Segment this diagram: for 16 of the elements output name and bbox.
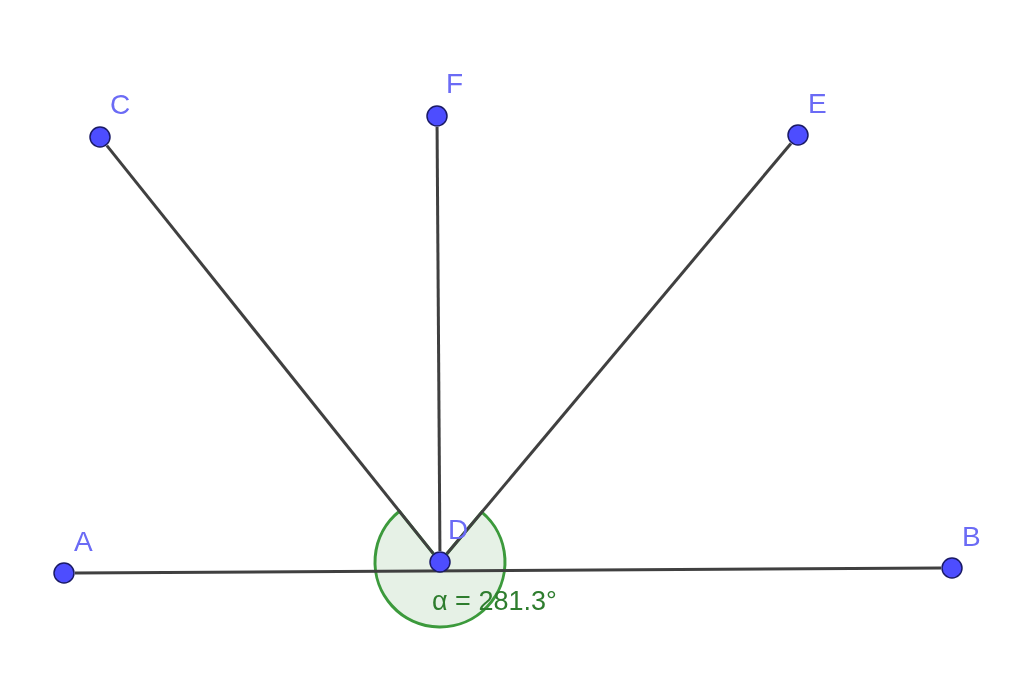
line-segment [75,566,941,575]
point-marker [941,557,963,579]
point-label: A [74,526,93,557]
point-label: C [110,89,131,120]
line-segment [435,127,442,551]
line-segment [445,142,793,555]
point-label: F [446,68,464,99]
point-label: B [962,521,981,552]
point-marker [429,551,451,573]
point-marker [89,126,111,148]
line-segment [105,144,435,555]
point-marker [426,105,448,127]
point-label: E [808,88,827,119]
point-label: D [448,514,469,545]
point-marker [787,124,809,146]
point-marker [53,562,75,584]
